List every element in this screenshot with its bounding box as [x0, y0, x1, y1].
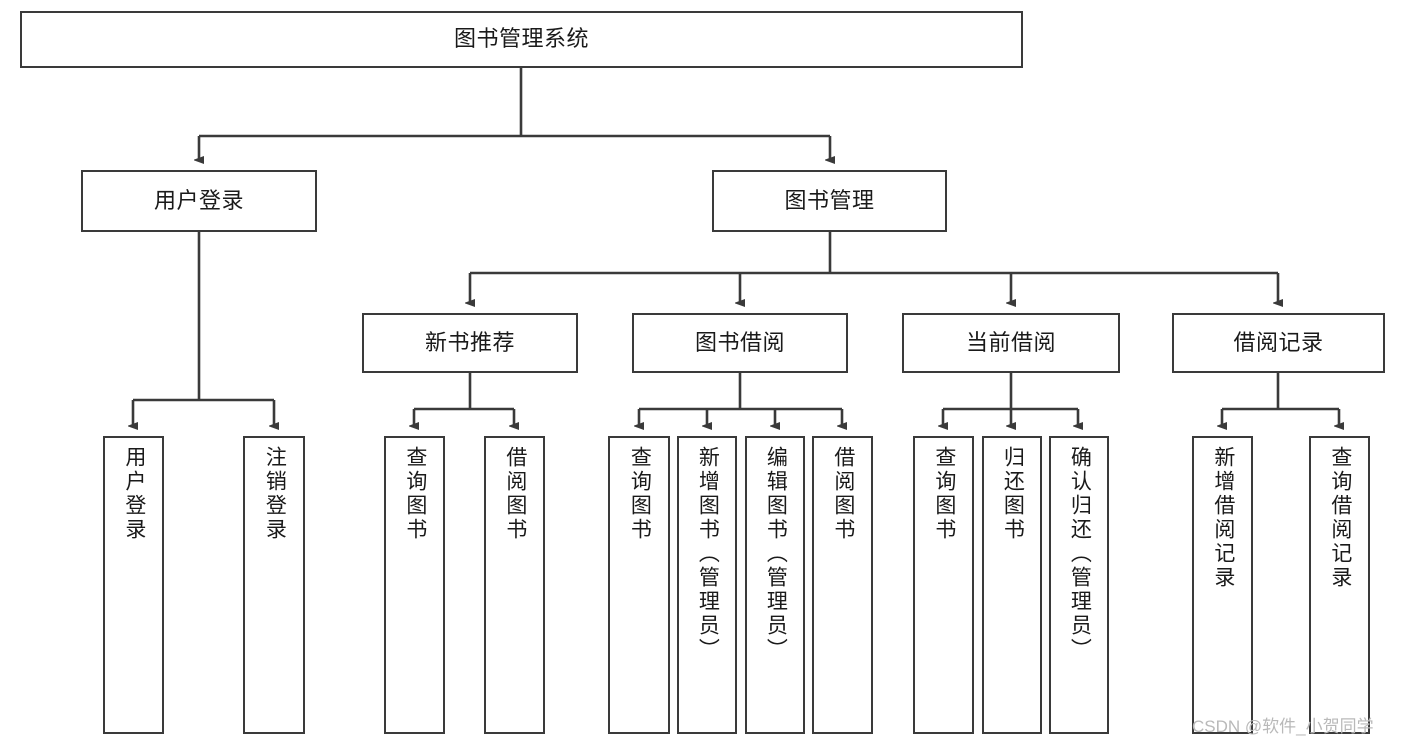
node-borrow-record[interactable]: 借阅记录 — [1172, 313, 1385, 373]
node-label: 确认归还（管理员） — [1068, 446, 1092, 662]
node-leaf-confirm-return[interactable]: 确认归还（管理员） — [1049, 436, 1109, 734]
node-label: 用户登录 — [122, 446, 146, 542]
node-book-borrow[interactable]: 图书借阅 — [632, 313, 848, 373]
node-leaf-return-book[interactable]: 归还图书 — [982, 436, 1042, 734]
node-leaf-borrow-book-2[interactable]: 借阅图书 — [812, 436, 873, 734]
node-leaf-add-record[interactable]: 新增借阅记录 — [1192, 436, 1253, 734]
node-label: 新增借阅记录 — [1211, 446, 1235, 590]
node-label: 查询图书 — [628, 446, 652, 542]
node-book-management-system[interactable]: 图书管理系统 — [20, 11, 1023, 68]
node-leaf-edit-book[interactable]: 编辑图书（管理员） — [745, 436, 805, 734]
node-label: 查询图书 — [403, 446, 427, 542]
node-label: 图书借阅 — [694, 329, 785, 355]
node-leaf-logout-login[interactable]: 注销登录 — [243, 436, 305, 734]
node-label: 图书管理系统 — [453, 26, 589, 52]
node-user-login[interactable]: 用户登录 — [81, 170, 317, 232]
node-label: 借阅图书 — [503, 446, 527, 542]
node-leaf-borrow-book-1[interactable]: 借阅图书 — [484, 436, 545, 734]
node-label: 新书推荐 — [424, 329, 515, 355]
csdn-watermark: CSDN @软件_小贺同学 — [1192, 717, 1374, 736]
node-label: 编辑图书（管理员） — [764, 446, 788, 662]
node-label: 借阅记录 — [1233, 329, 1324, 355]
node-label: 借阅图书 — [831, 446, 855, 542]
node-leaf-user-login[interactable]: 用户登录 — [103, 436, 164, 734]
node-label: 用户登录 — [153, 187, 244, 213]
node-new-book-recommend[interactable]: 新书推荐 — [362, 313, 578, 373]
node-label: 归还图书 — [1001, 446, 1025, 542]
node-book-management[interactable]: 图书管理 — [712, 170, 947, 232]
node-leaf-query-book-1[interactable]: 查询图书 — [384, 436, 445, 734]
node-label: 查询借阅记录 — [1328, 446, 1352, 590]
node-leaf-query-record[interactable]: 查询借阅记录 — [1309, 436, 1370, 734]
node-leaf-query-book-3[interactable]: 查询图书 — [913, 436, 974, 734]
node-label: 新增图书（管理员） — [696, 446, 720, 662]
node-current-borrow[interactable]: 当前借阅 — [902, 313, 1120, 373]
node-leaf-add-book[interactable]: 新增图书（管理员） — [677, 436, 737, 734]
node-label: 查询图书 — [932, 446, 956, 542]
node-label: 图书管理 — [784, 187, 875, 213]
node-leaf-query-book-2[interactable]: 查询图书 — [608, 436, 670, 734]
node-label: 注销登录 — [263, 446, 287, 542]
node-label: 当前借阅 — [965, 329, 1056, 355]
